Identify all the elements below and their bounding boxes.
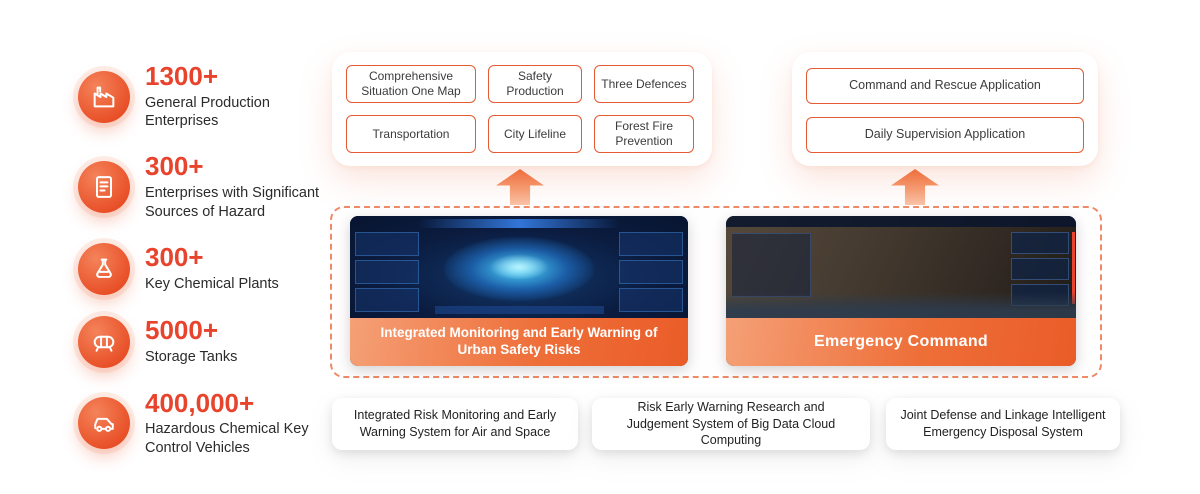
stat-value: 1300+ <box>145 61 219 91</box>
camera-thumbnail <box>1011 232 1069 254</box>
dashboard-bottom-bar <box>434 306 604 314</box>
screen-caption-emergency-command: Emergency Command <box>726 318 1076 366</box>
stat-label: Enterprises with Significant Sources of … <box>145 184 320 220</box>
tag-forest-fire-prevention: Forest Fire Prevention <box>594 115 694 153</box>
stat-label: Storage Tanks <box>145 348 238 365</box>
stat-text: 300+ Key Chemical Plants <box>145 243 320 293</box>
stat-text: 400,000+ Hazardous Chemical Key Control … <box>145 387 320 458</box>
tag-transportation: Transportation <box>346 115 476 153</box>
factory-icon <box>78 70 130 123</box>
stats-column: 1300+ General Production Enterprises 300… <box>78 62 320 458</box>
stat-item-control-vehicles: 400,000+ Hazardous Chemical Key Control … <box>78 387 320 458</box>
application-tags-panel: Command and Rescue Application Daily Sup… <box>792 52 1098 166</box>
scrollbar <box>1072 232 1075 304</box>
chemical-flask-icon <box>78 242 130 295</box>
screen-caption-monitoring: Integrated Monitoring and Early Warning … <box>350 318 688 366</box>
satellite-map-screenshot <box>726 216 1076 318</box>
satellite-side-panel <box>731 233 811 297</box>
tag-safety-production: Safety Production <box>488 65 582 103</box>
stat-label: Hazardous Chemical Key Control Vehicles <box>145 421 309 456</box>
stat-text: 1300+ General Production Enterprises <box>145 62 320 131</box>
stat-label: General Production Enterprises <box>145 94 270 130</box>
stat-item-general-enterprises: 1300+ General Production Enterprises <box>78 62 320 131</box>
dashboard-title-bar <box>417 219 621 228</box>
dashboard-widget <box>355 288 419 312</box>
stat-text: 300+ Enterprises with Significant Source… <box>145 152 320 221</box>
up-arrow-icon-right <box>891 169 939 205</box>
storage-tank-icon <box>78 315 130 368</box>
stat-label: Key Chemical Plants <box>145 275 279 292</box>
stat-value: 300+ <box>145 242 204 273</box>
stat-value: 300+ <box>145 151 204 182</box>
dashboard-widget <box>619 260 683 284</box>
dashboard-widget <box>619 288 683 312</box>
satellite-top-bar <box>726 216 1076 227</box>
tag-city-lifeline: City Lifeline <box>488 115 582 153</box>
stat-item-hazard-enterprises: 300+ Enterprises with Significant Source… <box>78 152 320 221</box>
harbor-water-area <box>726 292 1076 318</box>
stat-item-chemical-plants: 300+ Key Chemical Plants <box>78 242 320 295</box>
dashboard-widget <box>619 232 683 256</box>
tag-command-and-rescue-application: Command and Rescue Application <box>806 68 1084 104</box>
monitoring-tags-panel: Comprehensive Situation One Map Safety P… <box>332 52 712 166</box>
dashboard-widget <box>355 232 419 256</box>
tag-comprehensive-situation-one-map: Comprehensive Situation One Map <box>346 65 476 103</box>
stat-value: 400,000+ <box>145 387 255 418</box>
tag-daily-supervision-application: Daily Supervision Application <box>806 117 1084 153</box>
vehicle-icon <box>78 397 130 450</box>
tag-three-defences: Three Defences <box>594 65 694 103</box>
screen-card-emergency-command: Emergency Command <box>726 216 1076 366</box>
city-map-glow-core <box>489 254 549 280</box>
stat-item-storage-tanks: 5000+ Storage Tanks <box>78 315 320 368</box>
stat-text: 5000+ Storage Tanks <box>145 316 320 366</box>
system-card-big-data-cloud: Risk Early Warning Research and Judgemen… <box>592 398 870 450</box>
system-card-joint-defense: Joint Defense and Linkage Intelligent Em… <box>886 398 1120 450</box>
dashboard-widget <box>355 260 419 284</box>
hazard-report-icon <box>78 160 130 213</box>
camera-thumbnail <box>1011 258 1069 280</box>
system-card-air-space-monitoring: Integrated Risk Monitoring and Early War… <box>332 398 578 450</box>
up-arrow-icon-left <box>496 169 544 205</box>
dashboard-screenshot <box>350 216 688 318</box>
screen-card-monitoring: Integrated Monitoring and Early Warning … <box>350 216 688 366</box>
stat-value: 5000+ <box>145 315 219 346</box>
